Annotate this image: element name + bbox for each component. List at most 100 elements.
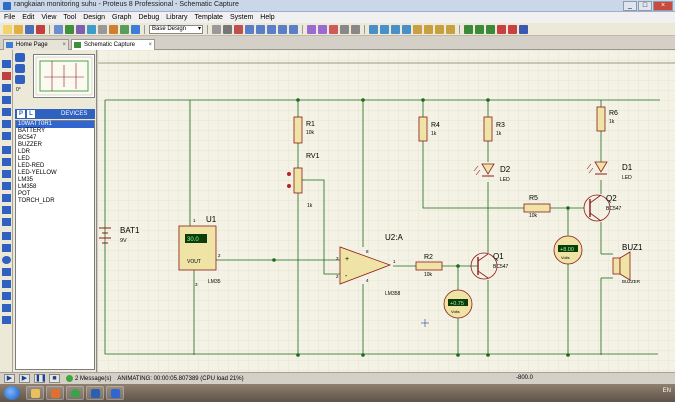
property-assignment-icon[interactable] xyxy=(486,24,495,34)
menu-file[interactable]: File xyxy=(4,14,16,21)
make-device-icon[interactable] xyxy=(424,24,433,34)
new-sheet-icon[interactable] xyxy=(508,24,517,34)
instrument-icon[interactable] xyxy=(2,218,11,226)
close-file-icon[interactable] xyxy=(36,24,45,34)
device-item[interactable]: LED-RED xyxy=(18,163,45,169)
tab-close-icon[interactable]: × xyxy=(148,42,152,48)
zoom-in-icon[interactable] xyxy=(256,24,265,34)
origin-icon[interactable] xyxy=(234,24,243,34)
device-item[interactable]: LM35 xyxy=(18,177,34,183)
mirror-x-icon[interactable] xyxy=(15,75,25,84)
device-item[interactable]: LDR xyxy=(18,149,31,155)
circle-icon[interactable] xyxy=(2,256,11,264)
wire-autorouter-icon[interactable] xyxy=(464,24,473,34)
menu-design[interactable]: Design xyxy=(83,14,106,21)
led-d2[interactable]: D2 LED xyxy=(473,163,511,183)
battery-bat1[interactable]: BAT1 9V xyxy=(99,226,140,244)
library-manager-button[interactable]: L xyxy=(27,110,35,118)
potentiometer-rv1[interactable]: RV1 1k xyxy=(287,153,320,209)
variant-dropdown[interactable]: Base Design xyxy=(149,24,203,34)
resistor-r1[interactable]: R1 10k xyxy=(293,116,315,144)
component-mode-icon[interactable] xyxy=(2,72,11,80)
taskbar-browser[interactable] xyxy=(66,386,84,400)
device-item[interactable]: BATTERY xyxy=(18,128,46,134)
zoom-out-icon[interactable] xyxy=(267,24,276,34)
pin-icon[interactable] xyxy=(2,158,11,166)
graph-icon[interactable] xyxy=(2,170,11,178)
rotate-ccw-icon[interactable] xyxy=(15,64,25,73)
transistor-q2[interactable]: Q2 BC547 xyxy=(583,194,622,222)
device-item[interactable]: 10WATT0R1 xyxy=(16,121,94,128)
symbol-icon[interactable] xyxy=(2,304,11,312)
search-tag-icon[interactable] xyxy=(475,24,484,34)
cut-icon[interactable] xyxy=(329,24,338,34)
tab-schematic-capture[interactable]: Schematic Capture × xyxy=(71,39,155,50)
taskbar-proteus[interactable] xyxy=(106,386,124,400)
schematic-icon[interactable] xyxy=(65,24,74,34)
resistor-r6[interactable]: R6 1k xyxy=(596,106,618,132)
block-copy-icon[interactable] xyxy=(369,24,378,34)
device-item[interactable]: POT xyxy=(18,191,31,197)
start-button[interactable] xyxy=(4,386,20,400)
text-icon[interactable] xyxy=(2,292,11,300)
bom-icon[interactable] xyxy=(98,24,107,34)
taskbar-media[interactable] xyxy=(46,386,64,400)
resistor-r3[interactable]: R3 1k xyxy=(483,116,505,142)
decompose-icon[interactable] xyxy=(446,24,455,34)
buzzer-buz1[interactable]: BUZ1 BUZZER xyxy=(612,243,643,284)
undo-icon[interactable] xyxy=(307,24,316,34)
paste-icon[interactable] xyxy=(351,24,360,34)
marker-icon[interactable] xyxy=(2,316,11,324)
menu-debug[interactable]: Debug xyxy=(138,14,160,21)
subcircuit-icon[interactable] xyxy=(2,132,11,140)
menu-help[interactable]: Help xyxy=(260,14,275,21)
source-icon[interactable] xyxy=(109,24,118,34)
package-tool-icon[interactable] xyxy=(435,24,444,34)
device-item[interactable]: BUZZER xyxy=(18,142,42,148)
tape-icon[interactable] xyxy=(2,182,11,190)
play-button[interactable]: ▶ xyxy=(4,374,15,383)
messages-indicator[interactable]: 2 Message(s) xyxy=(66,375,111,382)
resistor-r2[interactable]: R2 10k xyxy=(415,254,443,278)
open-folder-icon[interactable] xyxy=(14,24,23,34)
help-icon[interactable] xyxy=(131,24,140,34)
device-item[interactable]: LED-YELLOW xyxy=(18,170,57,176)
refresh-icon[interactable] xyxy=(212,24,221,34)
new-file-icon[interactable] xyxy=(3,24,12,34)
pick-device-icon[interactable] xyxy=(413,24,422,34)
voltmeter-2[interactable]: +8.00 Volts xyxy=(553,235,583,265)
rotate-cw-icon[interactable] xyxy=(15,53,25,62)
zoom-area-icon[interactable] xyxy=(289,24,298,34)
sensor-u1[interactable]: 30.0 VOUT U1 LM35 1 2 3 xyxy=(178,215,221,287)
taskbar-word[interactable] xyxy=(86,386,104,400)
voltmeter-1[interactable]: +0.75 Volts xyxy=(443,289,473,319)
device-item[interactable]: LM358 xyxy=(18,184,37,190)
resistor-r5[interactable]: R5 10k xyxy=(523,195,551,219)
tab-close-icon[interactable]: × xyxy=(62,42,66,48)
redo-icon[interactable] xyxy=(318,24,327,34)
menu-edit[interactable]: Edit xyxy=(22,14,35,21)
gallery-icon[interactable] xyxy=(87,24,96,34)
stop-button[interactable]: ■ xyxy=(49,374,60,383)
taskbar-explorer[interactable] xyxy=(26,386,44,400)
block-rotate-icon[interactable] xyxy=(391,24,400,34)
save-icon[interactable] xyxy=(25,24,34,34)
zoom-all-icon[interactable] xyxy=(278,24,287,34)
device-item[interactable]: TORCH_LDR xyxy=(18,198,55,204)
menu-template[interactable]: Template xyxy=(194,14,223,21)
text-script-icon[interactable] xyxy=(2,108,11,116)
arc-icon[interactable] xyxy=(2,268,11,276)
led-d1[interactable]: D1 LED xyxy=(586,161,633,181)
netlist-icon[interactable] xyxy=(519,24,528,34)
bus-icon[interactable] xyxy=(2,120,11,128)
language-indicator[interactable]: EN xyxy=(662,388,671,394)
block-move-icon[interactable] xyxy=(380,24,389,34)
opamp-u2a[interactable]: + - 3 2 1 8 4 U2:A LM358 xyxy=(336,233,403,297)
line-icon[interactable] xyxy=(2,232,11,240)
device-item[interactable]: BC547 xyxy=(18,135,37,141)
device-item[interactable]: LED xyxy=(18,156,30,162)
menu-library[interactable]: Library xyxy=(166,14,188,21)
home-icon[interactable] xyxy=(54,24,63,34)
box-icon[interactable] xyxy=(2,244,11,252)
generator-icon[interactable] xyxy=(2,194,11,202)
